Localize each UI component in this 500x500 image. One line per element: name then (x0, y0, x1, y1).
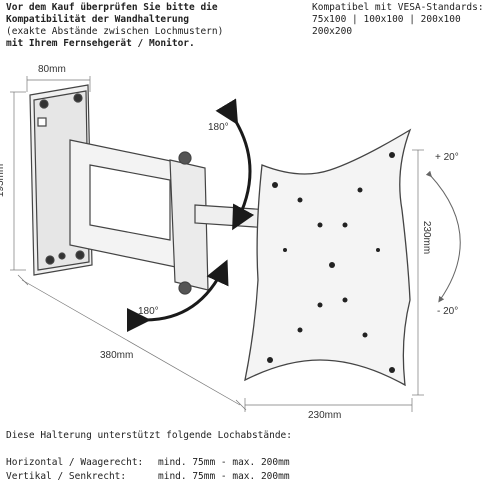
dim-vesa-width: 230mm (308, 410, 342, 421)
rotation-top-label: 180° (208, 122, 229, 133)
header-line-2: Kompatibilität der Wandhalterung (6, 14, 190, 25)
dim-arm-extension: 380mm (100, 350, 134, 361)
dim-wall-width: 80mm (38, 64, 66, 75)
horizontal-value: mind. 75mm - max. 200mm (158, 457, 290, 468)
dimension-lines (10, 76, 424, 412)
swing-arm (69, 139, 271, 295)
tilt-up-label: + 20° (435, 152, 459, 163)
vesa-list-1: 75x100 | 100x100 | 200x100 (312, 14, 461, 25)
hole-spacing-intro: Diese Halterung unterstützt folgende Loc… (6, 430, 292, 441)
horizontal-label: Horizontal / Waagerecht: (6, 457, 144, 468)
vesa-plate (244, 128, 412, 387)
dim-wall-height: 195mm (0, 163, 7, 198)
rotation-arrows (126, 98, 255, 333)
dim-vesa-height: 230mm (421, 220, 433, 255)
vesa-list-2: 200x200 (312, 26, 353, 37)
tilt-arrow (425, 170, 461, 303)
header-line-1: Vor dem Kauf überprüfen Sie bitte die (6, 2, 218, 13)
vesa-title: Kompatibel mit VESA-Standards: (312, 2, 484, 13)
header-line-3: (exakte Abstände zwischen Lochmustern) (6, 26, 224, 37)
header-line-4: mit Ihrem Fernsehgerät / Monitor. (6, 38, 195, 49)
vertical-value: mind. 75mm - max. 200mm (158, 471, 290, 482)
rotation-bottom-label: 180° (138, 306, 159, 317)
vertical-label: Vertikal / Senkrecht: (6, 471, 127, 482)
tilt-down-label: - 20° (437, 306, 459, 317)
